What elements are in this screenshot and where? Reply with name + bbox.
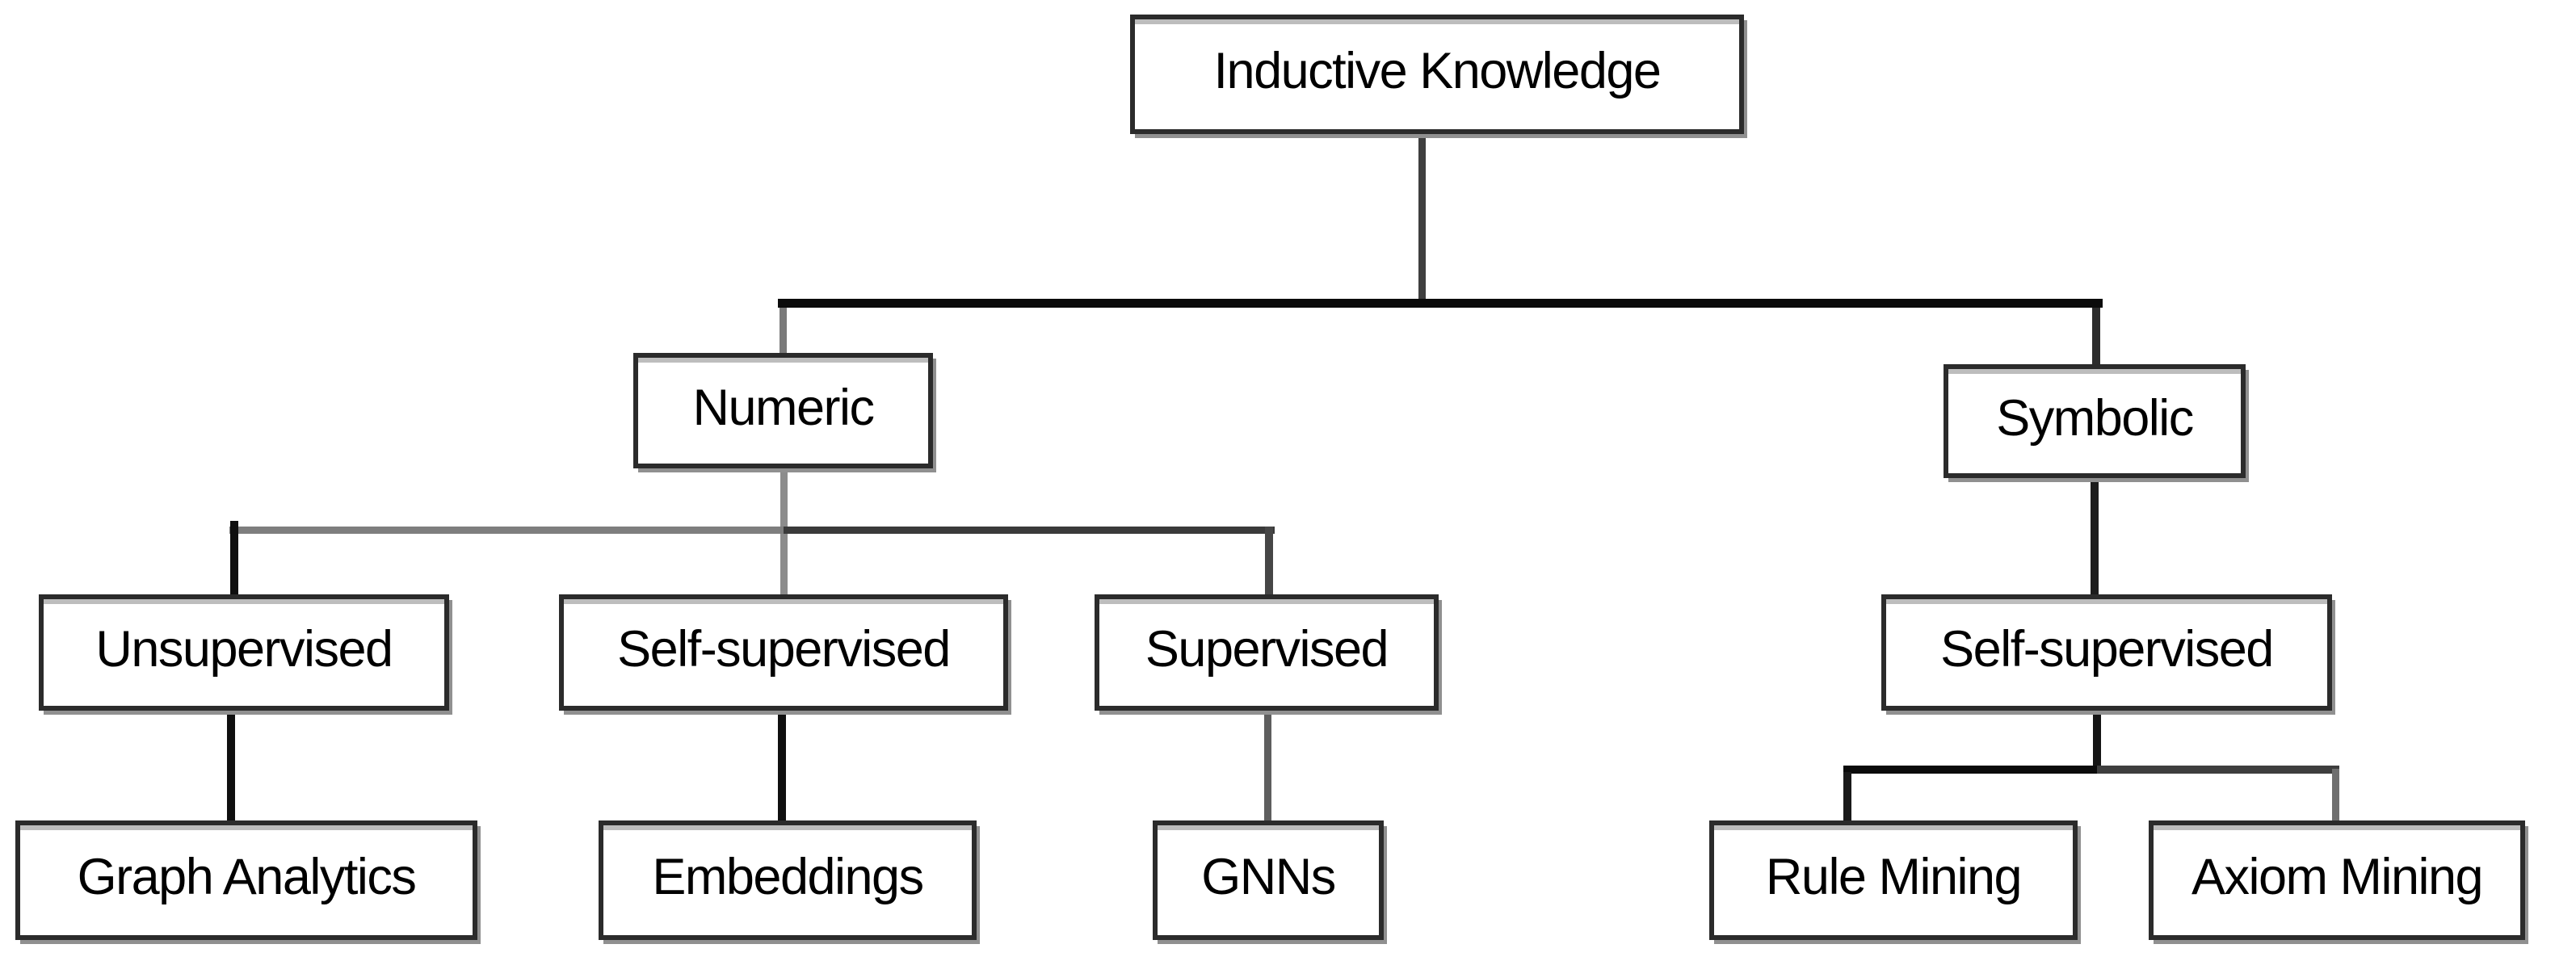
node-numeric: Numeric xyxy=(633,353,933,468)
node-label: Embeddings xyxy=(652,849,924,905)
node-self-supervised-numeric: Self-supervised xyxy=(559,594,1008,711)
connector-supervised-gnns xyxy=(1264,711,1271,821)
node-self-supervised-symbolic: Self-supervised xyxy=(1881,594,2332,711)
node-inductive-knowledge: Inductive Knowledge xyxy=(1130,15,1744,134)
connector-unsupervised-graph-analytics xyxy=(227,711,235,821)
connector-drop-self-supervised-numeric xyxy=(780,534,788,594)
connector-drop-rule-mining xyxy=(1843,772,1851,820)
connector-root-trunk xyxy=(1418,134,1426,304)
node-supervised: Supervised xyxy=(1095,594,1439,711)
connector-level2-horizontal-right xyxy=(784,527,1275,534)
connector-level1-horizontal xyxy=(778,299,2103,308)
connector-level3-horizontal-right xyxy=(2097,766,2339,774)
node-label: Graph Analytics xyxy=(77,849,417,905)
connector-drop-supervised xyxy=(1265,527,1273,594)
connector-level2-horizontal-left xyxy=(229,527,784,534)
node-embeddings: Embeddings xyxy=(599,820,977,940)
connector-drop-unsupervised xyxy=(230,521,238,594)
node-label: Numeric xyxy=(692,379,875,436)
node-symbolic: Symbolic xyxy=(1944,364,2246,478)
connector-self-supervised-symbolic-out xyxy=(2093,711,2101,766)
node-graph-analytics: Graph Analytics xyxy=(15,820,477,940)
connector-level3-horizontal-left xyxy=(1843,766,2097,774)
connector-symbolic-self-supervised xyxy=(2091,478,2099,594)
node-label: Inductive Knowledge xyxy=(1213,43,1662,99)
node-label: Unsupervised xyxy=(95,621,393,678)
connector-numeric-out xyxy=(780,468,788,529)
node-unsupervised: Unsupervised xyxy=(39,594,449,711)
node-label: Self-supervised xyxy=(617,621,951,678)
connector-self-supervised-embeddings xyxy=(778,711,786,821)
connector-drop-symbolic xyxy=(2092,308,2100,364)
node-label: Supervised xyxy=(1145,621,1389,678)
node-axiom-mining: Axiom Mining xyxy=(2149,820,2525,940)
connector-drop-axiom-mining xyxy=(2332,769,2339,820)
node-label: Rule Mining xyxy=(1765,849,2023,905)
node-label: GNNs xyxy=(1201,849,1336,905)
connector-drop-numeric xyxy=(780,308,787,353)
node-label: Axiom Mining xyxy=(2191,849,2484,905)
node-rule-mining: Rule Mining xyxy=(1709,820,2078,940)
node-label: Symbolic xyxy=(1996,389,2194,447)
node-gnns: GNNs xyxy=(1153,820,1384,940)
node-label: Self-supervised xyxy=(1940,621,2274,678)
